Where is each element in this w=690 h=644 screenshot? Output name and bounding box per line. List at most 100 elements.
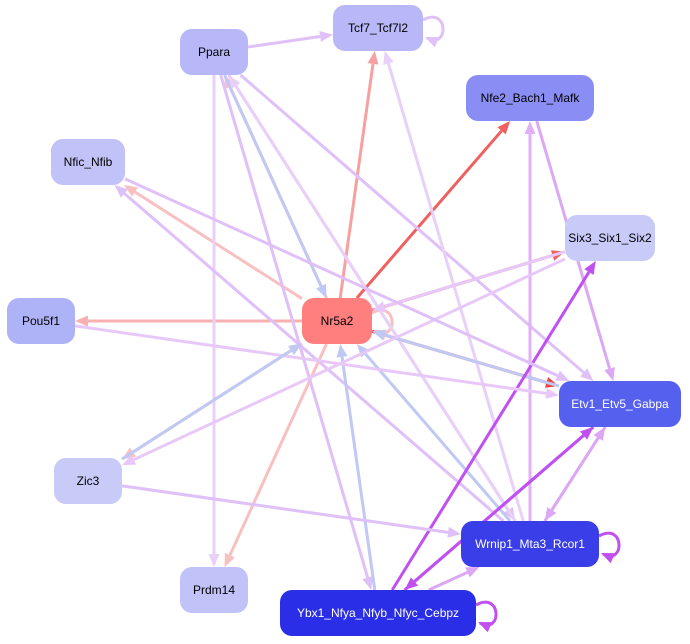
edge-etv1-to-nr5a2	[372, 329, 560, 388]
edge-etv1-to-nr5a2-line	[384, 333, 560, 388]
edge-six3-to-zic3	[122, 257, 566, 466]
node-box	[280, 590, 476, 636]
edge-nr5a2-to-pou5f1-arrowhead	[75, 315, 88, 327]
node-pou5f1[interactable]: Pou5f1	[7, 298, 75, 344]
edge-ppara-to-nr5a2-arrowhead	[316, 283, 327, 298]
node-tcf7[interactable]: Tcf7_Tcf7l2	[333, 5, 423, 51]
edges-layer	[74, 15, 621, 633]
node-box	[565, 215, 655, 261]
edge-ybx1-to-wrnip1-arrowhead	[465, 567, 480, 578]
edge-nfic-to-etv1-arrowhead	[555, 370, 570, 381]
node-box	[461, 521, 599, 567]
nodes-layer: Nr5a2 Tcf7_Tcf7l2PparaNfe2_Bach1_MafkNfic…	[7, 5, 681, 636]
node-label: Nfe2_Bach1_Mafk	[481, 91, 581, 105]
edge-ppara-to-tcf7-arrowhead	[319, 31, 333, 42]
node-box	[302, 298, 372, 344]
edge-wrnip1-to-nfe2	[524, 121, 536, 521]
edge-wrnip1-to-ppara	[228, 75, 517, 522]
edge-ybx1-to-ybx1	[475, 600, 498, 633]
edge-nr5a2-to-tcf7	[338, 51, 379, 299]
edge-ppara-to-prdm14	[208, 75, 220, 567]
edge-wrnip1-to-nfic	[114, 185, 505, 523]
edge-six3-to-nr5a2-arrowhead	[372, 301, 387, 312]
edge-ybx1-to-ybx1-arrowhead	[478, 622, 493, 633]
edge-nr5a2-to-pou5f1	[75, 315, 302, 327]
edge-six3-to-zic3-line	[133, 257, 566, 462]
edge-nr5a2-to-nfe2-arrowhead	[497, 121, 511, 135]
edge-ybx1-to-nr5a2-arrowhead	[336, 344, 348, 358]
edge-wrnip1-to-tcf7-line	[387, 63, 525, 522]
edge-six3-to-zic3-arrowhead	[122, 454, 137, 466]
edge-ppara-to-etv1-arrowhead	[580, 368, 594, 381]
edge-etv1-to-nr5a2-arrowhead	[372, 329, 387, 341]
node-label: Prdm14	[193, 583, 235, 597]
edge-wrnip1-to-nr5a2-line	[364, 352, 512, 522]
edge-tcf7-to-tcf7-arrowhead	[425, 37, 440, 48]
edge-nfic-to-etv1	[124, 177, 570, 381]
edge-wrnip1-to-ppara-arrowhead	[228, 75, 241, 89]
edge-etv1-to-wrnip1	[544, 426, 607, 521]
edge-wrnip1-to-tcf7	[383, 51, 525, 522]
edge-ybx1-to-nr5a2	[336, 344, 377, 591]
edge-pou5f1-to-etv1	[74, 324, 559, 399]
node-box	[180, 567, 248, 613]
edge-nr5a2-to-nfe2-line	[355, 129, 503, 299]
edge-wrnip1-to-nfe2-arrowhead	[524, 121, 536, 134]
edge-nr5a2-to-tcf7-line	[338, 63, 375, 299]
node-box	[180, 29, 248, 75]
edge-pou5f1-to-etv1-line	[74, 324, 547, 395]
edge-wrnip1-to-nfic-line	[123, 192, 505, 523]
node-prdm14[interactable]: Prdm14	[180, 567, 248, 613]
edge-ybx1-to-etv1-line	[403, 434, 585, 592]
node-label: Tcf7_Tcf7l2	[348, 21, 408, 35]
edge-ppara-to-tcf7-line	[247, 34, 321, 49]
node-zic3[interactable]: Zic3	[54, 458, 122, 504]
edge-tcf7-to-tcf7	[422, 15, 445, 48]
edge-wrnip1-to-ppara-line	[234, 85, 517, 522]
edge-ybx1-to-six3-arrowhead	[584, 261, 596, 275]
node-ybx1[interactable]: Ybx1_Nfya_Nfyb_Nfyc_Cebpz	[280, 590, 476, 636]
edge-ppara-to-tcf7	[247, 31, 333, 49]
node-wrnip1[interactable]: Wrnip1_Mta3_Rcor1	[461, 521, 599, 567]
edge-wrnip1-to-wrnip1-line	[598, 531, 621, 558]
edge-ybx1-to-six3-line	[390, 271, 591, 591]
node-label: Pou5f1	[22, 314, 60, 328]
edge-zic3-to-nr5a2	[121, 343, 302, 461]
edge-nfic-to-etv1-line	[124, 177, 559, 377]
node-six3[interactable]: Six3_Six1_Six2	[565, 215, 655, 261]
edge-zic3-to-wrnip1	[121, 484, 461, 538]
node-box	[559, 381, 681, 427]
edge-ybx1-to-wrnip1	[428, 567, 480, 592]
edge-ppara-to-ybx1	[219, 74, 373, 590]
node-etv1[interactable]: Etv1_Etv5_Gabpa	[559, 381, 681, 427]
edge-ybx1-to-six3	[390, 261, 596, 591]
edge-etv1-to-wrnip1-arrowhead	[544, 507, 557, 521]
edge-nr5a2-to-nfe2	[355, 121, 511, 299]
node-label: Six3_Six1_Six2	[568, 231, 652, 245]
edge-zic3-to-nr5a2-line	[121, 349, 292, 461]
node-label: Nr5a2	[321, 314, 354, 328]
edge-ybx1-to-etv1-arrowhead	[579, 427, 594, 440]
node-label: Ppara	[198, 45, 230, 59]
edge-ppara-to-etv1-line	[239, 73, 585, 374]
edge-ppara-to-nr5a2-line	[223, 74, 323, 287]
edge-ybx1-to-etv1	[403, 427, 594, 592]
node-nfe2[interactable]: Nfe2_Bach1_Mafk	[466, 75, 594, 121]
edge-ybx1-to-nr5a2-line	[340, 356, 377, 591]
node-box	[54, 458, 122, 504]
edge-etv1-to-wrnip1-line	[550, 426, 607, 511]
edge-six3-to-nr5a2	[372, 250, 566, 312]
node-nr5a2[interactable]: Nr5a2	[302, 298, 372, 344]
node-box	[7, 298, 75, 344]
node-box	[51, 139, 125, 185]
edge-wrnip1-to-nfic-arrowhead	[114, 185, 129, 198]
edge-ppara-to-ybx1-arrowhead	[362, 575, 373, 590]
edge-ppara-to-nr5a2	[223, 74, 327, 298]
node-label: Zic3	[77, 474, 100, 488]
node-nfic[interactable]: Nfic_Nfib	[51, 139, 125, 185]
node-ppara[interactable]: Ppara	[180, 29, 248, 75]
edge-wrnip1-to-wrnip1-arrowhead	[601, 553, 616, 564]
edge-ybx1-to-ybx1-line	[475, 600, 498, 627]
edge-nr5a2-to-nfic	[124, 185, 303, 300]
